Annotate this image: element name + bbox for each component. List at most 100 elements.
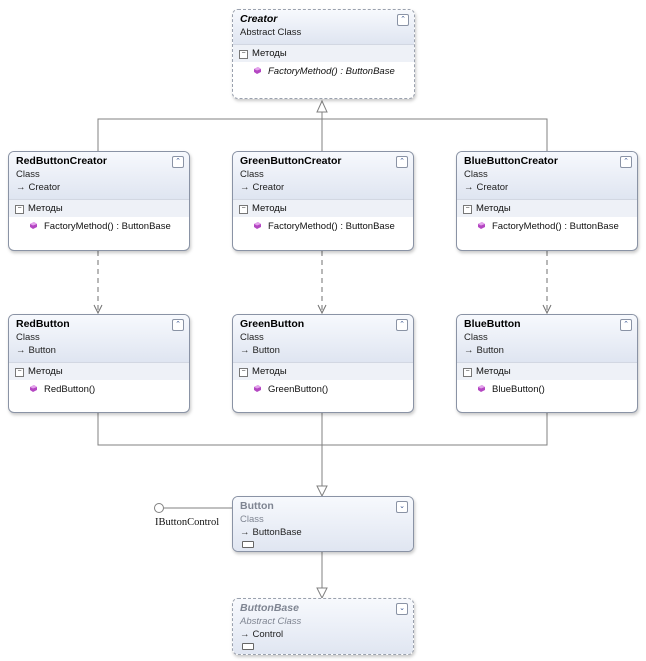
method-item[interactable]: BlueButton(): [457, 380, 637, 400]
creator-inheritance-lines: [97, 99, 548, 151]
collapse-section-icon[interactable]: −: [239, 205, 248, 214]
class-green-button-creator[interactable]: GreenButtonCreator Class →Creator ⌃ −Мет…: [232, 151, 414, 251]
class-header: RedButtonCreator Class →Creator ⌃: [9, 152, 189, 199]
collapse-section-icon[interactable]: −: [463, 205, 472, 214]
inheritance-arrow-icon: [316, 485, 328, 498]
base-class: →Button: [240, 344, 406, 357]
class-kind: Class: [240, 169, 264, 180]
class-header: RedButton Class →Button ⌃: [9, 315, 189, 362]
section-label: Методы: [252, 48, 287, 59]
method-item[interactable]: FactoryMethod() : ButtonBase: [9, 217, 189, 237]
class-name: RedButtonCreator: [16, 155, 107, 167]
inheritance-arrow-icon: →: [464, 345, 474, 356]
inheritance-arrow-icon: →: [240, 345, 250, 356]
class-red-button-creator[interactable]: RedButtonCreator Class →Creator ⌃ −Метод…: [8, 151, 190, 251]
inheritance-arrow-icon: [316, 99, 328, 113]
inheritance-arrow-icon: →: [240, 182, 250, 193]
section-label: Методы: [476, 203, 511, 214]
inheritance-arrow-icon: →: [464, 182, 474, 193]
collapse-section-icon[interactable]: −: [239, 368, 248, 377]
class-name: BlueButtonCreator: [464, 155, 558, 167]
collapse-section-icon[interactable]: −: [463, 368, 472, 377]
class-header: BlueButton Class →Button ⌃: [457, 315, 637, 362]
class-kind: Class: [16, 332, 40, 343]
method-icon: [254, 385, 261, 392]
double-chevron-up-icon[interactable]: ⌃: [396, 156, 408, 168]
double-chevron-up-icon[interactable]: ⌃: [620, 156, 632, 168]
method-icon: [254, 222, 261, 229]
method-item[interactable]: RedButton(): [9, 380, 189, 400]
methods-section-header[interactable]: −Методы: [457, 199, 637, 217]
inheritance-arrow-icon: [316, 587, 328, 600]
base-class-label: ButtonBase: [252, 527, 302, 538]
class-blue-button-creator[interactable]: BlueButtonCreator Class →Creator ⌃ −Мето…: [456, 151, 638, 251]
collapse-section-icon[interactable]: −: [15, 368, 24, 377]
dependency-arrowheads: [93, 304, 552, 315]
class-red-button[interactable]: RedButton Class →Button ⌃ −Методы RedBut…: [8, 314, 190, 413]
double-chevron-up-icon[interactable]: ⌃: [620, 319, 632, 331]
double-chevron-up-icon[interactable]: ⌃: [172, 156, 184, 168]
double-chevron-down-icon[interactable]: ⌄: [396, 501, 408, 513]
class-kind: Class: [240, 514, 264, 525]
inheritance-arrow-icon: →: [16, 182, 26, 193]
class-name: Button: [240, 500, 274, 512]
section-label: Методы: [28, 366, 63, 377]
double-chevron-up-icon[interactable]: ⌃: [397, 14, 409, 26]
base-class: →ButtonBase: [240, 526, 406, 539]
method-item[interactable]: FactoryMethod() : ButtonBase: [233, 217, 413, 237]
method-icon: [254, 67, 261, 74]
method-label: RedButton(): [44, 384, 96, 395]
methods-section-header[interactable]: −Методы: [9, 199, 189, 217]
base-class: →Creator: [16, 181, 182, 194]
base-class-label: Creator: [252, 182, 285, 193]
method-label: GreenButton(): [268, 384, 329, 395]
collapsed-members-icon[interactable]: [242, 643, 254, 650]
methods-section-header[interactable]: −Методы: [233, 44, 414, 62]
class-green-button[interactable]: GreenButton Class →Button ⌃ −Методы Gree…: [232, 314, 414, 413]
method-icon: [30, 222, 37, 229]
class-button[interactable]: Button Class →ButtonBase ⌄: [232, 496, 414, 552]
class-name: BlueButton: [464, 318, 521, 330]
inheritance-arrow-icon: →: [240, 629, 250, 640]
methods-section-header[interactable]: −Методы: [457, 362, 637, 380]
method-item[interactable]: FactoryMethod() : ButtonBase: [457, 217, 637, 237]
section-label: Методы: [252, 203, 287, 214]
class-header: GreenButtonCreator Class →Creator ⌃: [233, 152, 413, 199]
double-chevron-up-icon[interactable]: ⌃: [172, 319, 184, 331]
section-label: Методы: [252, 366, 287, 377]
class-button-base[interactable]: ButtonBase Abstract Class →Control ⌄: [232, 598, 414, 655]
class-kind: Abstract Class: [240, 27, 302, 38]
method-item[interactable]: GreenButton(): [233, 380, 413, 400]
base-class: →Button: [464, 344, 630, 357]
collapse-section-icon[interactable]: −: [239, 50, 248, 59]
class-name: RedButton: [16, 318, 70, 330]
method-item[interactable]: FactoryMethod() : ButtonBase: [233, 62, 414, 82]
class-creator[interactable]: Creator Abstract Class ⌃ −Методы Factory…: [232, 9, 415, 99]
class-name: GreenButtonCreator: [240, 155, 342, 167]
class-name: Creator: [240, 13, 278, 25]
method-label: BlueButton(): [492, 384, 545, 395]
double-chevron-up-icon[interactable]: ⌃: [396, 319, 408, 331]
base-class: →Button: [16, 344, 182, 357]
section-label: Методы: [28, 203, 63, 214]
class-header: BlueButtonCreator Class →Creator ⌃: [457, 152, 637, 199]
base-class-label: Button: [28, 345, 56, 356]
base-class: →Creator: [464, 181, 630, 194]
methods-section-header[interactable]: −Методы: [233, 199, 413, 217]
class-kind: Class: [464, 332, 488, 343]
collapsed-members-icon[interactable]: [242, 541, 254, 548]
class-name: GreenButton: [240, 318, 305, 330]
button-inheritance-lines: [97, 413, 548, 600]
double-chevron-down-icon[interactable]: ⌄: [396, 603, 408, 615]
interface-lollipop-icon: [154, 503, 232, 513]
methods-section-header[interactable]: −Методы: [9, 362, 189, 380]
base-class-label: Creator: [476, 182, 509, 193]
base-class: →Creator: [240, 181, 406, 194]
class-blue-button[interactable]: BlueButton Class →Button ⌃ −Методы BlueB…: [456, 314, 638, 413]
method-icon: [30, 385, 37, 392]
methods-section-header[interactable]: −Методы: [233, 362, 413, 380]
base-class-label: Button: [476, 345, 504, 356]
collapse-section-icon[interactable]: −: [15, 205, 24, 214]
